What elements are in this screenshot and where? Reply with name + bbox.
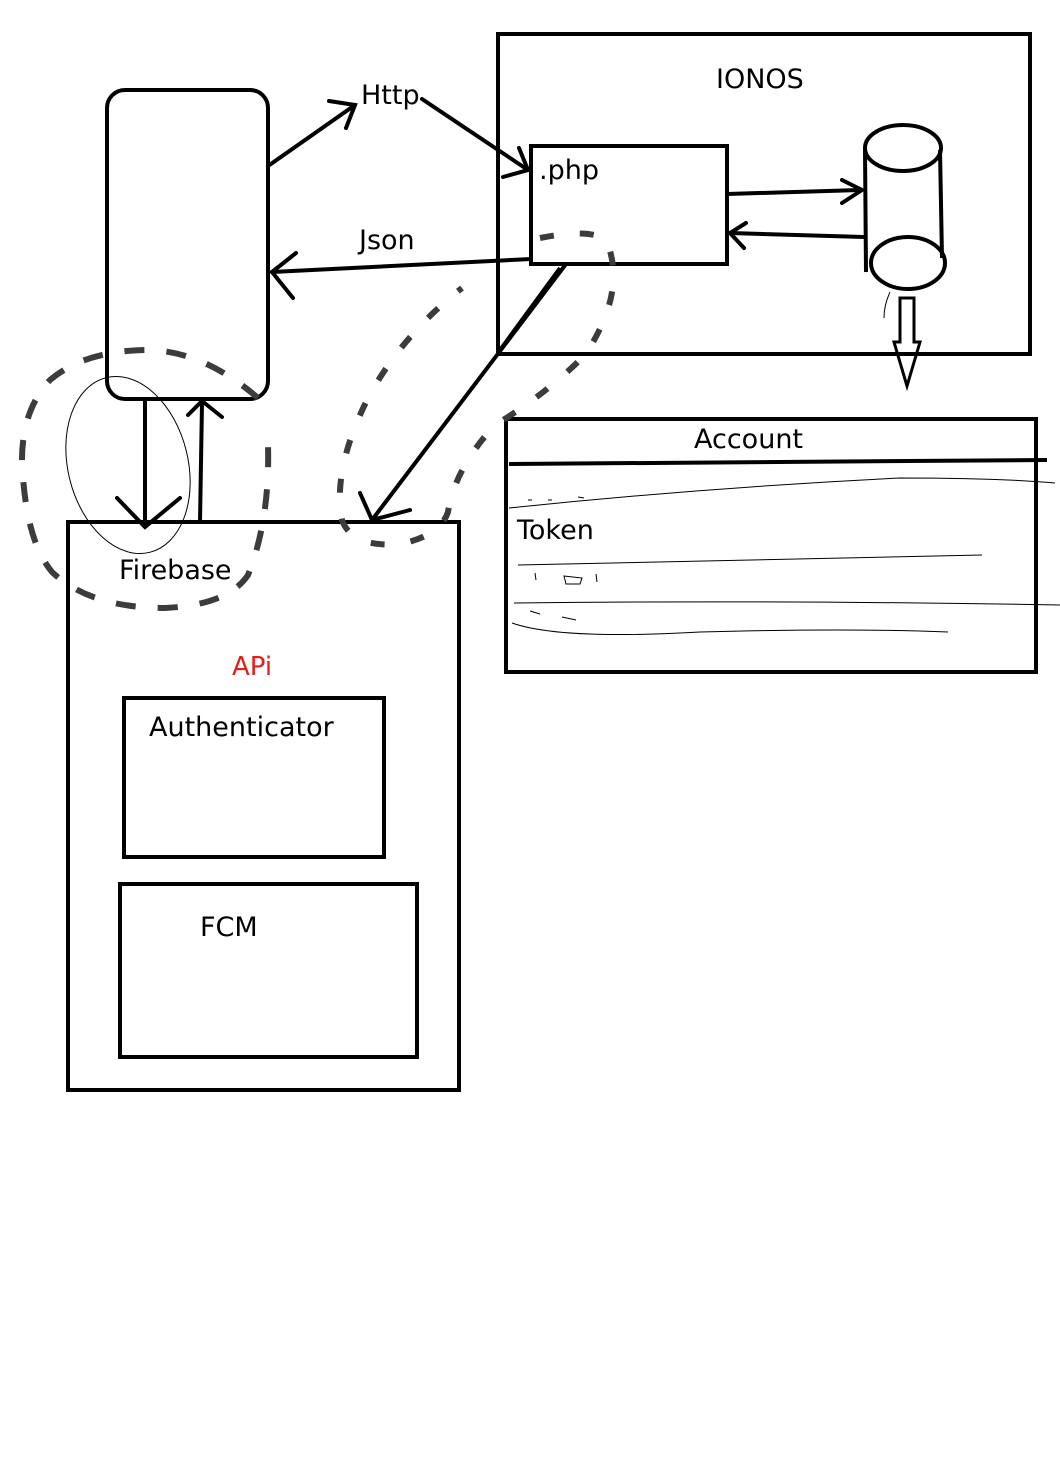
api-label: APi: [232, 652, 273, 682]
ionos-box: [496, 32, 1032, 356]
account-row-lines: [508, 477, 1060, 636]
json-label: Json: [359, 225, 415, 256]
account-header-rule: [508, 458, 1048, 466]
ionos-label: IONOS: [716, 64, 804, 95]
http-request-arrow: [266, 99, 358, 168]
authenticator-box: [122, 696, 386, 859]
php-to-database-arrow: [725, 178, 867, 205]
ionos-connector-line: [498, 266, 562, 352]
account-label: Account: [694, 424, 804, 455]
firebase-label: Firebase: [119, 555, 232, 586]
account-scribbles: [528, 496, 598, 621]
authenticator-label: Authenticator: [149, 712, 334, 743]
php-box: [529, 144, 729, 266]
firebase-box: [66, 520, 461, 1092]
php-label: .php: [539, 155, 599, 186]
json-response-arrow: [269, 251, 533, 300]
token-label: Token: [517, 515, 594, 546]
client-device-shape: [105, 88, 270, 401]
pencil-highlight-ellipse: [65, 375, 191, 555]
http-label: Http: [361, 80, 420, 111]
device-to-firebase-arrow: [115, 397, 182, 530]
database-output-arrow: [883, 291, 923, 392]
fcm-label: FCM: [200, 912, 258, 943]
database-icon: [863, 123, 947, 291]
firebase-to-device-arrow: [186, 398, 224, 524]
dashed-highlight-right: [336, 230, 617, 548]
database-to-php-arrow: [726, 221, 866, 250]
fcm-box: [118, 882, 419, 1059]
dashed-highlight-left: [18, 346, 272, 612]
http-to-php-arrow: [420, 97, 531, 179]
account-table: [504, 417, 1038, 674]
